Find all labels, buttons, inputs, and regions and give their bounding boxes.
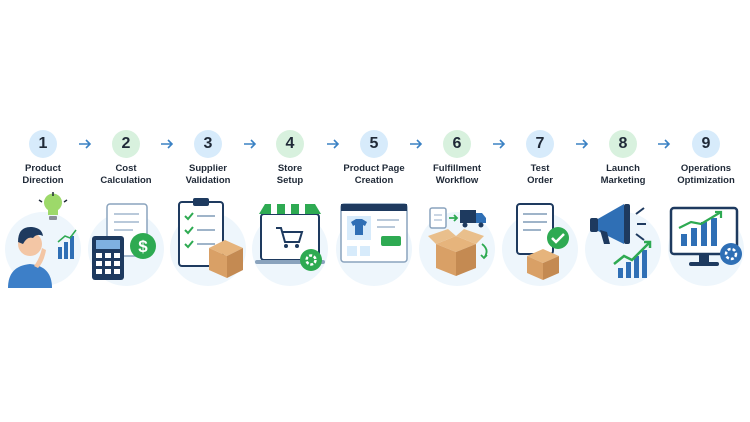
step-title: Operations Optimization <box>677 163 735 186</box>
step-number-badge: 4 <box>276 130 304 158</box>
step-number-badge: 5 <box>360 130 388 158</box>
step-number-badge: 6 <box>443 130 471 158</box>
step-number-badge: 8 <box>609 130 637 158</box>
arrow-right-icon <box>492 137 506 151</box>
step-title: Test Order <box>527 163 553 186</box>
truck-box-flow-icon <box>418 192 496 288</box>
step-title: Store Setup <box>276 163 304 186</box>
step-number-badge: 3 <box>194 130 222 158</box>
arrow-right-icon <box>243 137 257 151</box>
step-number-badge: 2 <box>112 130 140 158</box>
arrow-right-icon <box>409 137 423 151</box>
step-number-badge: 7 <box>526 130 554 158</box>
monitor-chart-gear-icon <box>667 192 745 288</box>
arrow-right-icon <box>326 137 340 151</box>
product-page-shirt-icon <box>335 192 413 288</box>
step-title: Cost Calculation <box>100 163 152 186</box>
svg-text:$: $ <box>138 237 148 256</box>
arrow-right-icon <box>657 137 671 151</box>
arrow-right-icon <box>78 137 92 151</box>
storefront-cart-icon <box>251 192 329 288</box>
step-number-badge: 9 <box>692 130 720 158</box>
document-box-check-icon <box>501 192 579 288</box>
thinking-person-lightbulb-icon <box>4 192 82 288</box>
step-title: Product Page Creation <box>343 163 405 186</box>
arrow-right-icon <box>160 137 174 151</box>
step-title: Product Direction <box>22 163 64 186</box>
calculator-dollar-icon: $ <box>87 192 165 288</box>
step-number-badge: 1 <box>29 130 57 158</box>
arrow-right-icon <box>575 137 589 151</box>
megaphone-growth-icon <box>584 192 662 288</box>
step-title: Supplier Validation <box>185 163 231 186</box>
step-title: Launch Marketing <box>600 163 646 186</box>
step-title: Fulfillment Workflow <box>432 163 482 186</box>
checklist-box-icon <box>169 192 247 288</box>
